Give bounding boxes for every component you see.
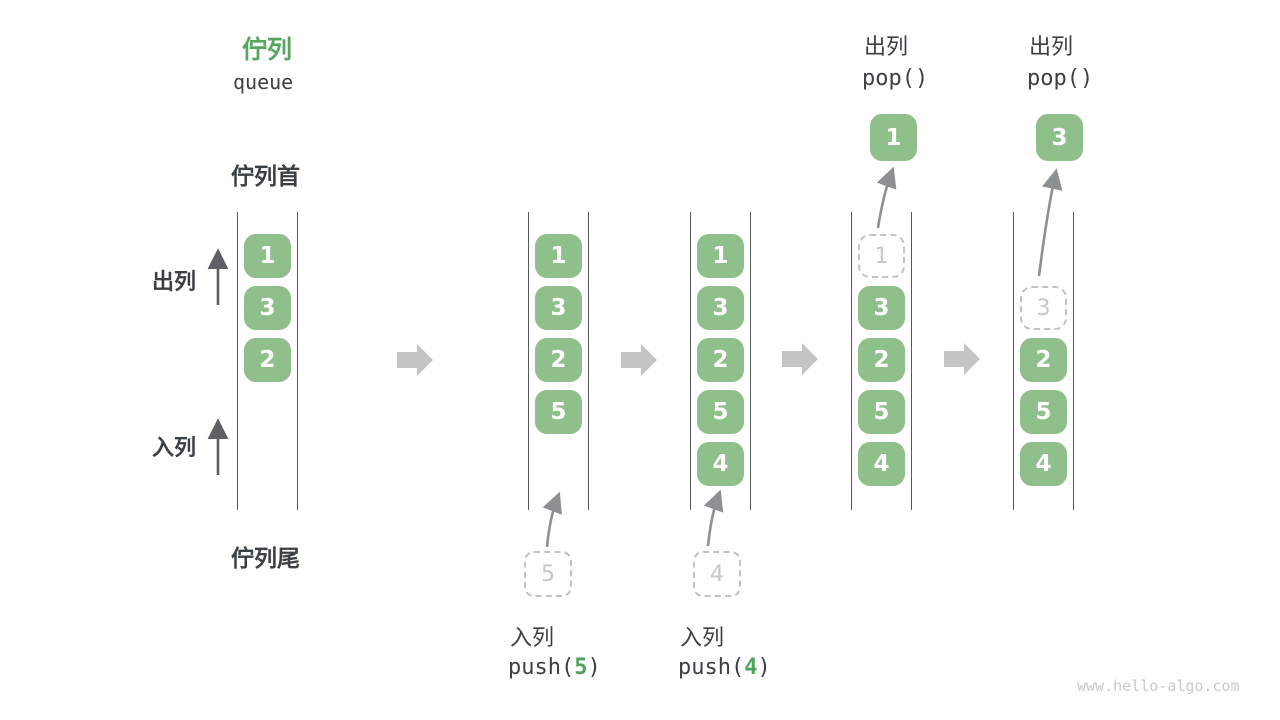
queue-state-5: 3 2 5 4 bbox=[1013, 212, 1074, 510]
queue-element: 1 bbox=[244, 234, 291, 278]
flow-arrow-icon bbox=[621, 344, 657, 376]
queue-element: 4 bbox=[858, 442, 905, 486]
push-ghost-box: 4 bbox=[693, 551, 741, 597]
push-call-open: push( bbox=[678, 655, 745, 680]
dequeue-op-label: 出列 bbox=[1029, 34, 1074, 59]
queue-state-4: 1 3 2 5 4 bbox=[851, 212, 912, 510]
push-call-close: ) bbox=[587, 655, 601, 680]
dequeue-label: 出列 bbox=[152, 269, 197, 294]
pop-call-text: pop() bbox=[1027, 66, 1094, 91]
queue-element: 5 bbox=[858, 390, 905, 434]
push-arg: 4 bbox=[744, 655, 758, 680]
queue-element: 3 bbox=[697, 286, 744, 330]
flow-arrow-icon bbox=[782, 343, 818, 375]
queue-element: 3 bbox=[535, 286, 582, 330]
popped-slot: 3 bbox=[1020, 286, 1067, 330]
push-ghost-box: 5 bbox=[524, 551, 572, 597]
queue-element: 2 bbox=[1020, 338, 1067, 382]
queue-element: 5 bbox=[535, 390, 582, 434]
queue-element: 2 bbox=[858, 338, 905, 382]
queue-element: 5 bbox=[1020, 390, 1067, 434]
enqueue-label: 入列 bbox=[152, 435, 197, 460]
push-arg: 5 bbox=[574, 655, 588, 680]
diagram-title-zh: 佇列 bbox=[242, 36, 293, 64]
push-call-close: ) bbox=[757, 655, 771, 680]
queue-element: 1 bbox=[535, 234, 582, 278]
push-call-open: push( bbox=[508, 655, 575, 680]
flow-arrow-icon bbox=[397, 344, 433, 376]
queue-front-label: 佇列首 bbox=[231, 163, 300, 189]
queue-state-3: 1 3 2 5 4 bbox=[690, 212, 751, 510]
queue-state-1: 1 3 2 bbox=[237, 212, 298, 510]
queue-element: 2 bbox=[535, 338, 582, 382]
popped-element-box: 1 bbox=[870, 114, 917, 161]
diagram-title-en: queue bbox=[233, 70, 294, 94]
queue-element: 3 bbox=[244, 286, 291, 330]
queue-element: 2 bbox=[697, 338, 744, 382]
queue-element: 5 bbox=[697, 390, 744, 434]
queue-rear-label: 佇列尾 bbox=[231, 545, 300, 571]
push-call-text: push(4) bbox=[678, 655, 771, 680]
popped-slot: 1 bbox=[858, 234, 905, 278]
flow-arrow-icon bbox=[944, 343, 980, 375]
enqueue-op-label: 入列 bbox=[680, 625, 725, 650]
site-watermark: www.hello-algo.com bbox=[1077, 677, 1240, 695]
queue-element: 4 bbox=[697, 442, 744, 486]
push-call-text: push(5) bbox=[508, 655, 601, 680]
queue-element: 4 bbox=[1020, 442, 1067, 486]
queue-element: 3 bbox=[858, 286, 905, 330]
enqueue-op-label: 入列 bbox=[510, 625, 555, 650]
queue-element: 2 bbox=[244, 338, 291, 382]
queue-element: 1 bbox=[697, 234, 744, 278]
queue-state-2: 1 3 2 5 bbox=[528, 212, 589, 510]
popped-element-box: 3 bbox=[1036, 114, 1083, 161]
dequeue-op-label: 出列 bbox=[864, 34, 909, 59]
pop-call-text: pop() bbox=[862, 66, 929, 91]
